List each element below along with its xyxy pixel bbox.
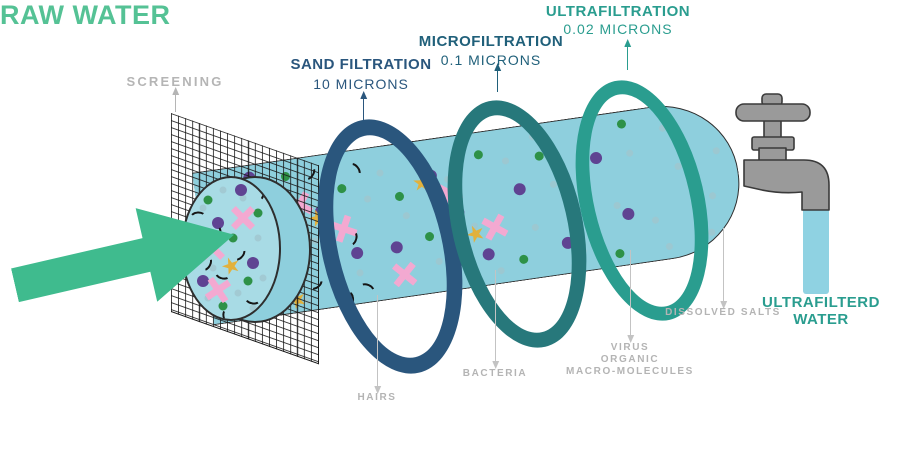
- dissolved-salt-dot-icon: [234, 289, 242, 297]
- dissolved-salt-dot-icon: [708, 191, 717, 200]
- hair-squiggle-icon: [227, 242, 249, 264]
- hair-squiggle-icon: [213, 264, 233, 282]
- virus-dot-icon: [218, 301, 228, 311]
- virus-label-line2: ORGANIC: [600, 354, 660, 365]
- organism-cross-icon: [231, 206, 255, 230]
- output-label-line2: WATER: [793, 311, 849, 328]
- screening-label: SCREENING: [126, 74, 224, 89]
- sand-filtration-label: SAND FILTRATION: [290, 56, 432, 73]
- output-label-line1: ULTRAFILTERD: [762, 294, 880, 311]
- macro-molecule-dot-icon: [197, 275, 209, 287]
- hair-squiggle-icon: [243, 290, 263, 306]
- microfiltration-size: 0.1 MICRONS: [440, 52, 542, 68]
- virus-dot-icon: [243, 276, 253, 286]
- water-stream: [803, 205, 829, 294]
- dissolved-salt-dot-icon: [715, 112, 724, 120]
- hairs-label: HAIRS: [357, 392, 397, 403]
- virus-label-line1: VIRUS: [610, 342, 650, 353]
- raw-water-label: RAW WATER: [0, 0, 171, 30]
- macro-molecule-dot-icon: [235, 184, 247, 196]
- hair-squiggle-icon: [220, 306, 238, 319]
- microfiltration-label: MICROFILTRATION: [418, 33, 564, 50]
- sand-pointer: [360, 91, 368, 120]
- hairs-pointer: [374, 295, 382, 394]
- dissolved-salt-dot-icon: [204, 294, 212, 302]
- ultrafiltration-size: 0.02 MICRONS: [563, 21, 673, 37]
- virus-dot-icon: [253, 208, 263, 218]
- hair-squiggle-icon: [188, 210, 208, 226]
- dissolved-salt-dot-icon: [259, 274, 267, 282]
- dissolved-salt-dot-icon: [199, 204, 207, 212]
- bacteria-label: BACTERIA: [462, 368, 528, 379]
- ultra-pointer: [624, 39, 632, 70]
- micro-pointer: [494, 63, 502, 92]
- salts-pointer: [720, 228, 728, 309]
- macro-molecule-dot-icon: [212, 217, 224, 229]
- screening-pointer: [172, 87, 180, 112]
- sand-filtration-size: 10 MICRONS: [313, 76, 409, 92]
- salts-label: DISSOLVED SALTS: [665, 307, 781, 318]
- ultrafiltration-label: ULTRAFILTRATION: [545, 3, 691, 20]
- faucet-icon: [735, 93, 830, 211]
- bacteria-pointer: [492, 270, 500, 369]
- organism-cross-icon: [204, 276, 232, 304]
- dissolved-salt-dot-icon: [239, 194, 247, 202]
- dissolved-salt-dot-icon: [219, 186, 227, 194]
- virus-label-line3: MACRO-MOLECULES: [566, 366, 694, 377]
- dissolved-salt-dot-icon: [707, 228, 716, 237]
- virus-pointer: [627, 250, 635, 343]
- macro-molecule-dot-icon: [247, 257, 259, 269]
- dissolved-salt-dot-icon: [209, 264, 217, 272]
- dissolved-salt-dot-icon: [249, 304, 257, 312]
- bacteria-star-icon: [219, 254, 242, 277]
- dissolved-salt-dot-icon: [254, 234, 262, 242]
- dissolved-salt-dot-icon: [712, 146, 721, 155]
- virus-dot-icon: [203, 195, 213, 205]
